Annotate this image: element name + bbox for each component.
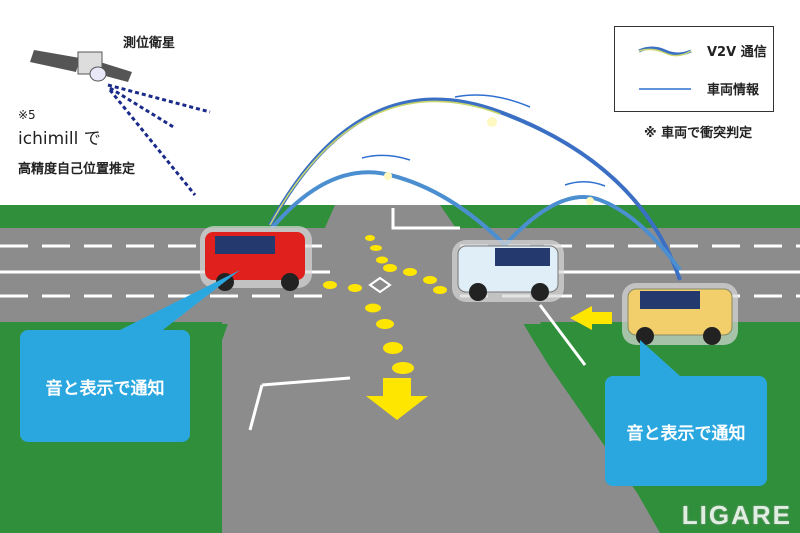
yellow-dots xyxy=(323,235,447,374)
yellow-car xyxy=(622,283,738,345)
legend-icons xyxy=(638,46,692,90)
legend-note: ※ 車両で衝突判定 xyxy=(644,126,753,141)
v2v-icon xyxy=(638,46,692,56)
left-arrow-icon xyxy=(570,306,612,330)
white-car xyxy=(452,240,564,302)
position-line: 高精度自己位置推定 xyxy=(18,162,136,177)
legend-vehicle-info: 車両情報 xyxy=(707,83,760,98)
vehicle-info-arrows xyxy=(361,94,606,187)
legend: V2V 通信 車両情報 xyxy=(614,26,774,112)
legend-v2v: V2V 通信 xyxy=(707,45,767,60)
callout-right: 音と表示で通知 xyxy=(605,376,767,486)
satellite-icon xyxy=(30,50,132,82)
red-car xyxy=(200,226,312,291)
ichimill-line: ichimill で xyxy=(18,129,101,149)
satellite-label: 測位衛星 xyxy=(123,36,176,51)
watermark: LIGARE xyxy=(681,500,792,530)
note-ref: ※5 xyxy=(18,108,36,122)
callout-left: 音と表示で通知 xyxy=(20,330,190,442)
down-arrow-icon xyxy=(366,378,428,420)
satellite-signals xyxy=(107,83,211,196)
